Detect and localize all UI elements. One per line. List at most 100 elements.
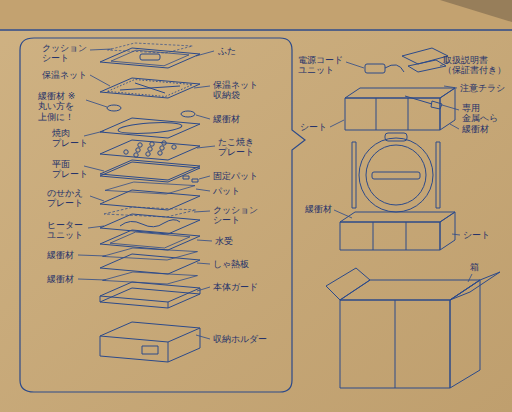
part-label: 本体ガード	[213, 282, 260, 292]
drawing-stroke	[440, 0, 512, 22]
part-label: 取扱説明書 （保証書付き）	[443, 55, 508, 76]
drawing-stroke	[86, 100, 107, 107]
drawing-stroke	[340, 222, 440, 250]
drawing-stroke	[450, 280, 480, 388]
drawing-stroke	[100, 214, 200, 234]
drawing-stroke	[111, 50, 189, 66]
drawing-stroke	[365, 64, 385, 73]
part-label: 箱	[470, 262, 481, 272]
drawing-stroke	[124, 150, 128, 154]
drawing-stroke	[140, 54, 160, 60]
drawing-stroke	[450, 124, 459, 129]
drawing-stroke	[100, 348, 200, 362]
drawing-stroke	[105, 182, 195, 194]
part-label: しゃ熱板	[213, 259, 251, 269]
drawing-stroke	[196, 51, 214, 56]
packing-illustration	[326, 48, 500, 388]
drawing-stroke	[100, 162, 200, 182]
part-label: シート	[300, 122, 329, 132]
drawing-stroke	[402, 48, 448, 64]
drawing-stroke	[406, 222, 407, 250]
drawing-stroke	[78, 255, 106, 256]
drawing-stroke	[100, 282, 200, 308]
drawing-stroke	[100, 230, 200, 250]
part-label: クッション シート	[213, 205, 260, 226]
drawing-stroke	[100, 230, 200, 250]
drawing-stroke	[194, 86, 210, 88]
part-label: 平面 プレート	[52, 159, 90, 180]
drawing-stroke	[160, 146, 164, 150]
exploded-parts	[100, 43, 200, 362]
part-label: 電源コード ユニット	[298, 55, 345, 76]
drawing-stroke	[197, 146, 215, 148]
drawing-stroke	[197, 240, 212, 241]
drawing-stroke	[100, 288, 200, 308]
drawing-stroke	[100, 48, 200, 68]
drawing-stroke	[181, 111, 195, 117]
drawing-stroke	[199, 176, 210, 179]
drawing-stroke	[346, 62, 364, 68]
drawing-stroke	[340, 212, 455, 222]
part-label: 焼肉 プレート	[52, 128, 90, 149]
drawing-stroke	[100, 78, 200, 98]
drawing-stroke	[452, 234, 460, 235]
drawing-stroke	[134, 153, 138, 157]
part-label: 保温ネット 収納袋	[213, 80, 260, 101]
part-label: 水受	[215, 236, 235, 246]
drawing-stroke	[100, 254, 200, 274]
part-label: 緩衝材	[47, 250, 76, 260]
drawing-stroke	[345, 88, 455, 98]
drawing-stroke	[194, 211, 210, 212]
drawing-stroke	[100, 48, 200, 68]
diagram-panel	[20, 38, 305, 392]
drawing-stroke	[90, 75, 110, 86]
drawing-stroke	[100, 118, 200, 138]
drawing-stroke	[442, 105, 459, 110]
drawing-stroke	[118, 121, 183, 135]
drawing-stroke	[192, 179, 198, 182]
drawing-stroke	[330, 120, 344, 127]
drawing-stroke	[326, 268, 370, 300]
drawing-stroke	[100, 140, 200, 160]
drawing-stroke	[376, 98, 377, 130]
drawing-stroke	[100, 78, 200, 98]
drawing-stroke	[100, 118, 200, 138]
drawing-stroke	[372, 172, 420, 179]
drawing-stroke	[395, 300, 396, 388]
drawing-stroke	[168, 342, 169, 362]
drawing-stroke	[108, 43, 193, 53]
drawing-stroke	[142, 346, 158, 354]
drawing-stroke	[110, 232, 190, 248]
part-label: 保温ネット	[42, 70, 89, 80]
drawing-stroke	[100, 190, 200, 210]
drawing-stroke	[108, 80, 193, 97]
part-label: 緩衝材 ※丸い方を 上側に！	[38, 91, 84, 122]
drawing-stroke	[359, 138, 433, 212]
drawing-stroke	[120, 220, 180, 227]
drawing-stroke	[450, 272, 500, 300]
drawing-stroke	[440, 88, 455, 130]
drawing-stroke	[146, 152, 150, 156]
drawing-stroke	[100, 254, 200, 274]
drawing-stroke	[340, 280, 480, 300]
drawing-stroke	[168, 302, 169, 308]
drawing-stroke	[90, 196, 104, 201]
drawing-stroke	[103, 272, 198, 284]
part-label: 専用 金属へら	[462, 103, 500, 124]
drawing-stroke	[366, 145, 426, 205]
part-label: 緩衝材	[213, 114, 242, 124]
part-label: ふた	[218, 46, 238, 56]
drawing-stroke	[197, 287, 210, 291]
drawing-stroke	[105, 182, 195, 194]
drawing-stroke	[150, 142, 154, 146]
drawing-stroke	[340, 300, 450, 388]
part-label: 注意チラシ	[460, 83, 507, 93]
drawing-stroke	[405, 96, 432, 104]
drawing-stroke	[334, 210, 352, 218]
drawing-stroke	[108, 43, 193, 53]
drawing-stroke	[352, 142, 356, 208]
drawing-stroke	[100, 336, 101, 356]
drawing-stroke	[100, 282, 200, 302]
